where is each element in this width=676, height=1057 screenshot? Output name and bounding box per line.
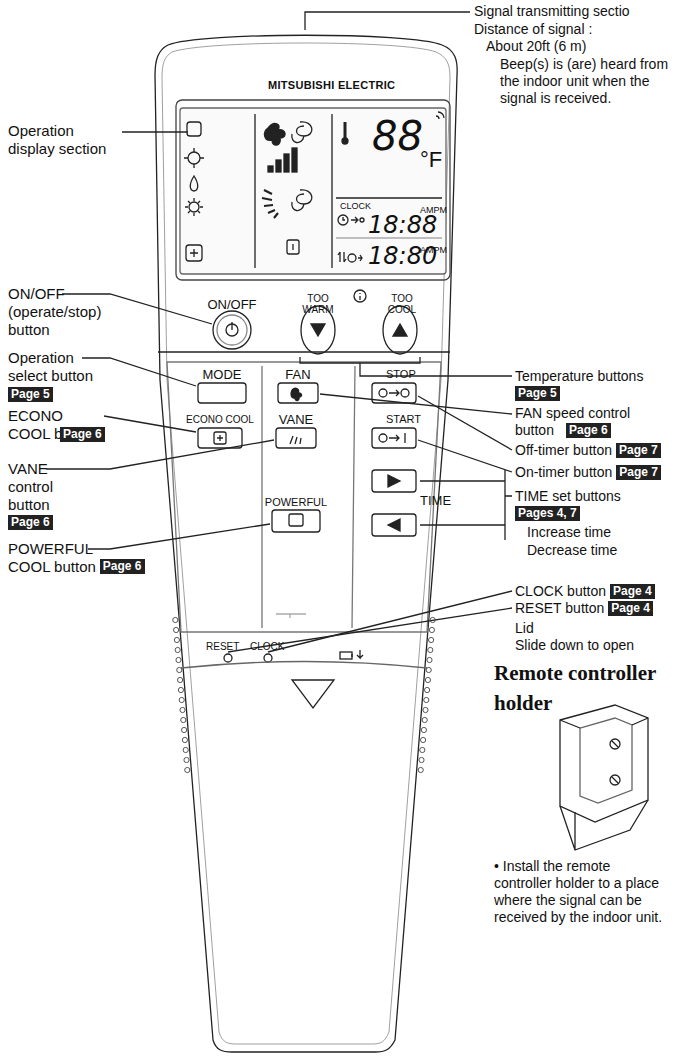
- callout-text: Off-timer button: [515, 442, 612, 459]
- grip-dot: [419, 757, 424, 762]
- grip-dot: [184, 757, 189, 762]
- callout-text: CLOCK button: [515, 583, 606, 600]
- button-label: ON/OFF: [207, 298, 256, 312]
- callout-text: ON/OFF (operate/stop) button: [8, 285, 118, 339]
- grip-dot: [183, 747, 188, 752]
- grip-dot: [177, 667, 182, 672]
- page-ref: Page 4: [610, 584, 655, 599]
- page-ref: Page 7: [616, 465, 661, 480]
- lcd-label: CLOCK: [340, 201, 371, 211]
- grip-dot: [424, 697, 429, 702]
- grip-dot: [182, 737, 187, 742]
- page-ref: Page 7: [616, 443, 661, 458]
- callout-text: POWERFUL COOL button: [8, 540, 108, 576]
- page-ref: Pages 4, 7: [515, 506, 580, 521]
- grip-dot: [180, 707, 185, 712]
- button-label: ECONO COOL: [186, 414, 254, 425]
- callout-text: Operation display section: [8, 122, 122, 158]
- hole-label: RESET: [206, 641, 239, 652]
- callout-text: Distance of signal :: [474, 21, 592, 38]
- lcd-unit: °F: [420, 148, 442, 172]
- grip-dot: [175, 647, 180, 652]
- grip-dot: [181, 717, 186, 722]
- grip-dot: [182, 727, 187, 732]
- grip-dot: [185, 767, 190, 772]
- button-label: FAN: [285, 368, 310, 382]
- grip-dot: [429, 627, 434, 632]
- grip-dot: [430, 617, 435, 622]
- grip-dot: [178, 677, 183, 682]
- section-heading: Remote controller holder: [494, 658, 674, 718]
- page-ref: Page 6: [566, 423, 611, 438]
- grip-dot: [174, 637, 179, 642]
- callout-text: Operation select button: [8, 349, 108, 385]
- page-ref: Page 5: [8, 387, 53, 402]
- page-ref: Page 6: [100, 559, 145, 574]
- grip-dot: [425, 687, 430, 692]
- grip-dot: [423, 707, 428, 712]
- grip-dot: [421, 727, 426, 732]
- grip-dot: [173, 617, 178, 622]
- lcd-time: 18:80: [368, 243, 437, 269]
- grip-dot: [429, 637, 434, 642]
- page-ref: Page 5: [515, 386, 560, 401]
- page-ref: Page 4: [608, 601, 653, 616]
- brand-name: MITSUBISHI ELECTRIC: [268, 76, 395, 94]
- button-label: TOO WARM: [300, 293, 336, 315]
- callout-note: Beep(s) is (are) heard from the indoor u…: [500, 56, 670, 107]
- button-label: POWERFUL: [265, 496, 327, 508]
- grip-dot: [176, 657, 181, 662]
- callout-text: VANE control button: [8, 460, 80, 514]
- callout-text: TIME set buttons: [515, 488, 621, 505]
- button-label: START: [386, 413, 421, 425]
- grip-dot: [420, 747, 425, 752]
- hole-label: CLOCK: [250, 641, 284, 652]
- grip-dot: [427, 657, 432, 662]
- callout-text: Signal transmitting sectio: [474, 3, 630, 20]
- lcd-digits: 88: [372, 114, 423, 158]
- grip-dot: [174, 627, 179, 632]
- callout-text: On-timer button: [515, 464, 612, 481]
- page-ref: Page 6: [60, 427, 105, 442]
- grip-dot: [428, 647, 433, 652]
- grip-dot: [418, 767, 423, 772]
- grip-dot: [422, 717, 427, 722]
- callout-text: Increase time: [527, 524, 611, 541]
- grip-dot: [425, 677, 430, 682]
- grip-dot: [178, 687, 183, 692]
- grip-dot: [179, 697, 184, 702]
- button-label: TOO COOL: [384, 293, 420, 315]
- button-label: TIME: [420, 494, 451, 508]
- button-label: STOP: [386, 368, 416, 380]
- grip-dot: [426, 667, 431, 672]
- button-label: VANE: [279, 413, 313, 427]
- page-ref: Page 6: [8, 515, 53, 530]
- callout-text: About 20ft (6 m): [486, 38, 586, 55]
- button-label: MODE: [203, 368, 242, 382]
- callout-text: Lid: [515, 620, 534, 637]
- callout-text: Temperature buttons: [515, 368, 643, 385]
- callout-text: Slide down to open: [515, 637, 634, 654]
- install-note: • Install the remote controller holder t…: [494, 858, 670, 926]
- lcd-time: 18:88: [368, 212, 437, 238]
- callout-text: Decrease time: [527, 542, 617, 559]
- grip-dot: [421, 737, 426, 742]
- callout-text: RESET button: [515, 600, 604, 617]
